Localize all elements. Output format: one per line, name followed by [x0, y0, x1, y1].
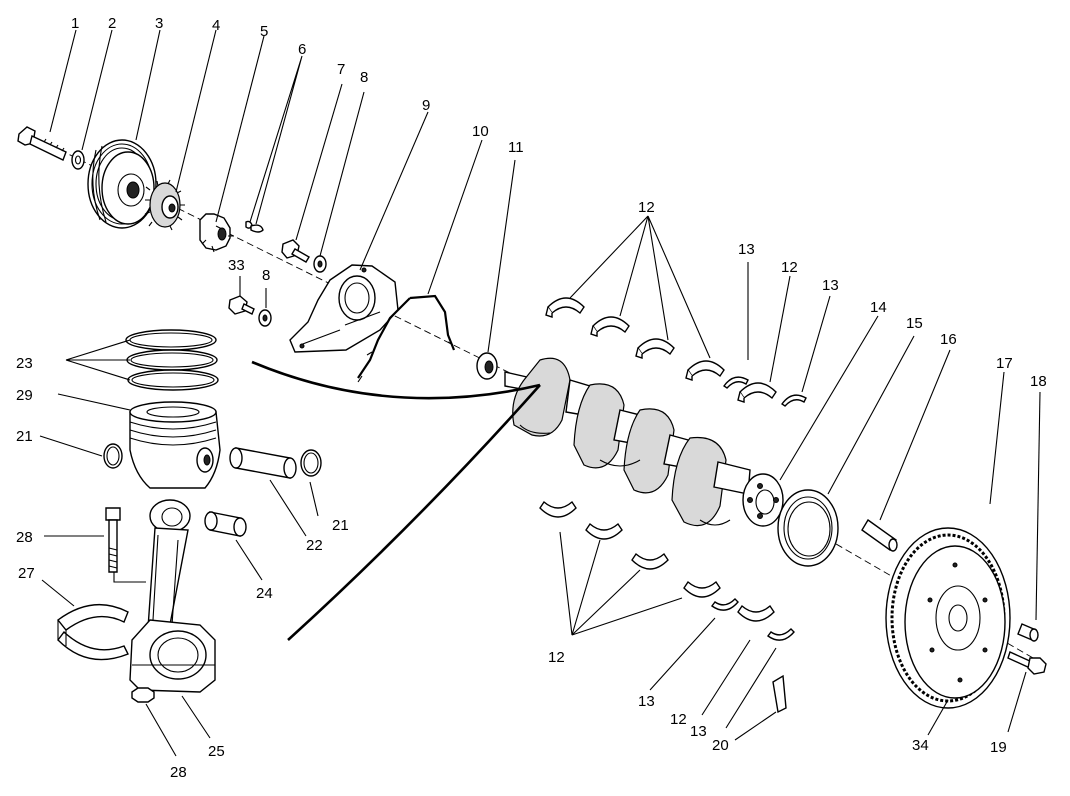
lower-thrust-washers [711, 598, 795, 641]
callout-12-upper: 12 [638, 199, 655, 216]
front-seal-cover [289, 264, 399, 353]
callout-8-lower: 8 [262, 267, 270, 284]
callout-15: 15 [906, 315, 923, 332]
callout-21-left: 21 [16, 428, 33, 445]
leader-lines [39, 29, 1041, 757]
rod-nut [131, 687, 155, 703]
callout-23: 23 [16, 355, 33, 372]
timing-gear [144, 179, 185, 231]
piston-rings [125, 329, 219, 391]
upper-thrust-washers [723, 376, 807, 407]
callout-24: 24 [256, 585, 273, 602]
callout-13-upper-left: 13 [738, 241, 755, 258]
callout-20: 20 [712, 737, 729, 754]
pulley-washer [71, 150, 85, 170]
callout-2: 2 [108, 15, 116, 32]
crank-oil-seal [476, 352, 498, 380]
callout-7: 7 [337, 61, 345, 78]
callout-13-lower-right: 13 [690, 723, 707, 740]
pin-clip-right [300, 449, 322, 477]
callout-25: 25 [208, 743, 225, 760]
callout-21-right: 21 [332, 517, 349, 534]
callout-12-lower-right: 12 [670, 711, 687, 728]
flywheel-bolt [1007, 651, 1047, 675]
connecting-rod [129, 499, 216, 693]
crank-key [772, 674, 787, 714]
callout-9: 9 [422, 97, 430, 114]
callout-labels: 1 2 3 4 5 6 7 8 8 9 10 11 12 12 12 12 13… [16, 15, 1047, 781]
callout-29: 29 [16, 387, 33, 404]
assembly-connector-line [251, 360, 541, 641]
flywheel-dowel [1017, 623, 1039, 642]
callout-14: 14 [870, 299, 887, 316]
callout-4: 4 [212, 17, 220, 34]
cover-bolt [281, 239, 310, 263]
callout-27: 27 [18, 565, 35, 582]
callout-17: 17 [996, 355, 1013, 372]
cover-bolt-33 [228, 295, 255, 315]
callout-10: 10 [472, 123, 489, 140]
callout-3: 3 [155, 15, 163, 32]
callout-28-upper: 28 [16, 529, 33, 546]
callout-19: 19 [990, 739, 1007, 756]
small-end-bush [204, 511, 247, 537]
callout-11: 11 [508, 139, 524, 156]
dowel-pin [861, 518, 898, 552]
cover-washer-upper [313, 255, 327, 273]
crankshaft [504, 357, 784, 527]
flywheel [885, 527, 1011, 709]
callout-18: 18 [1030, 373, 1047, 390]
callout-12-mid: 12 [781, 259, 798, 276]
callout-12-lower-left: 12 [548, 649, 565, 666]
callout-5: 5 [260, 23, 268, 40]
pulley-bolt [17, 126, 67, 161]
callout-1: 1 [71, 15, 79, 32]
callout-33: 33 [228, 257, 245, 274]
callout-13-upper-right: 13 [822, 277, 839, 294]
piston [129, 401, 221, 489]
cover-gasket [357, 294, 456, 383]
piston-pin [229, 447, 297, 479]
crankshaft-pulley [87, 139, 157, 229]
cover-washer-lower [258, 309, 272, 327]
callout-22: 22 [306, 537, 323, 554]
callout-28-lower: 28 [170, 764, 187, 781]
callout-6: 6 [298, 41, 306, 58]
rod-bolt [105, 507, 121, 573]
callout-8-upper: 8 [360, 69, 368, 86]
callout-16: 16 [940, 331, 957, 348]
callout-34: 34 [912, 737, 929, 754]
callout-13-lower-left: 13 [638, 693, 655, 710]
pin-clip-left [103, 443, 123, 469]
rod-bearing-shells [56, 603, 129, 661]
rear-oil-seal [777, 489, 839, 567]
sprocket [199, 213, 234, 253]
upper-bearing-shells [545, 297, 777, 403]
lower-bearing-shells [539, 500, 775, 622]
woodruff-keys [245, 220, 264, 233]
